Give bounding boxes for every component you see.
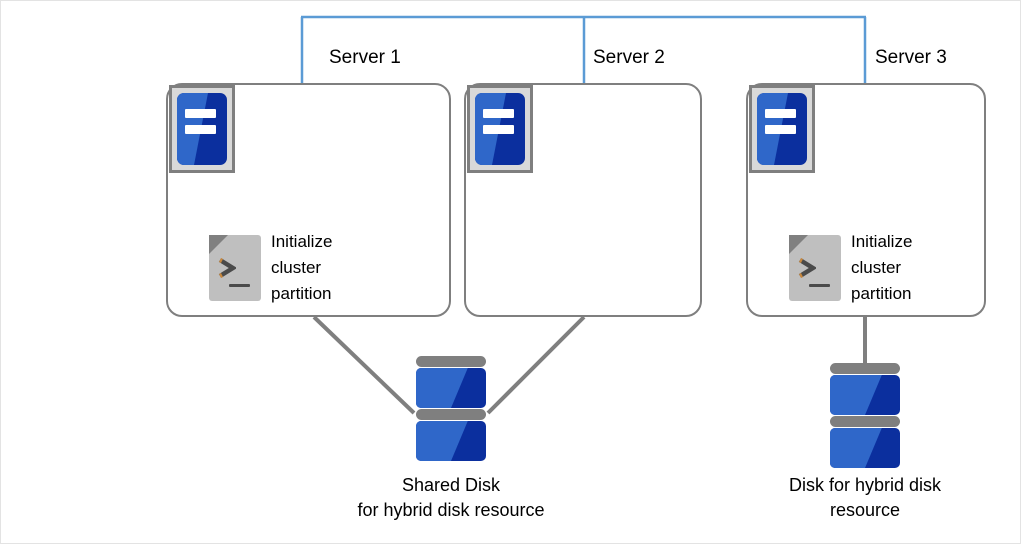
script-file-icon — [789, 235, 841, 301]
local-disk-icon[interactable] — [830, 363, 900, 469]
server-label-2: Server 2 — [593, 47, 665, 68]
shared-disk-label: Shared Disk for hybrid disk resource — [357, 475, 545, 520]
server-icon-body — [475, 93, 525, 165]
script-file-icon — [209, 235, 261, 301]
disk-cap-top — [830, 363, 900, 374]
server-icon-body — [177, 93, 227, 165]
script-prompt-icon — [218, 258, 236, 278]
disk-platter-2 — [830, 428, 900, 468]
server-icon-3 — [749, 85, 815, 173]
connector-server2-to-shared-disk — [486, 315, 586, 415]
script-cursor-underscore — [229, 284, 250, 287]
script-prompt-icon — [798, 258, 816, 278]
server-icon-1 — [169, 85, 235, 173]
server-icon-bar-bottom — [765, 124, 796, 135]
server-label-3: Server 3 — [875, 47, 947, 68]
script-group-server-1: Initialize cluster partition — [209, 229, 332, 307]
server-icon-bar-bottom — [483, 124, 514, 135]
disk-platter-1 — [416, 368, 486, 408]
script-label-server-3: Initialize cluster partition — [851, 232, 913, 303]
connector-server1-to-shared-disk — [312, 315, 416, 415]
shared-disk-icon[interactable] — [416, 356, 486, 462]
server-label-1: Server 1 — [329, 47, 401, 68]
disk-cap-middle — [416, 409, 486, 420]
script-label-server-1: Initialize cluster partition — [271, 232, 333, 303]
server-icon-bar-bottom — [185, 124, 216, 135]
server-icon-bar-top — [765, 108, 796, 119]
disk-cap-middle — [830, 416, 900, 427]
disk-platter-1 — [830, 375, 900, 415]
server-icon-2 — [467, 85, 533, 173]
server-icon-body — [757, 93, 807, 165]
script-cursor-underscore — [809, 284, 830, 287]
server-icon-bar-top — [185, 108, 216, 119]
disk-cap-top — [416, 356, 486, 367]
local-disk-label: Disk for hybrid disk resource — [788, 475, 942, 520]
server-icon-bar-top — [483, 108, 514, 119]
disk-platter-2 — [416, 421, 486, 461]
script-group-server-3: Initialize cluster partition — [789, 229, 912, 307]
